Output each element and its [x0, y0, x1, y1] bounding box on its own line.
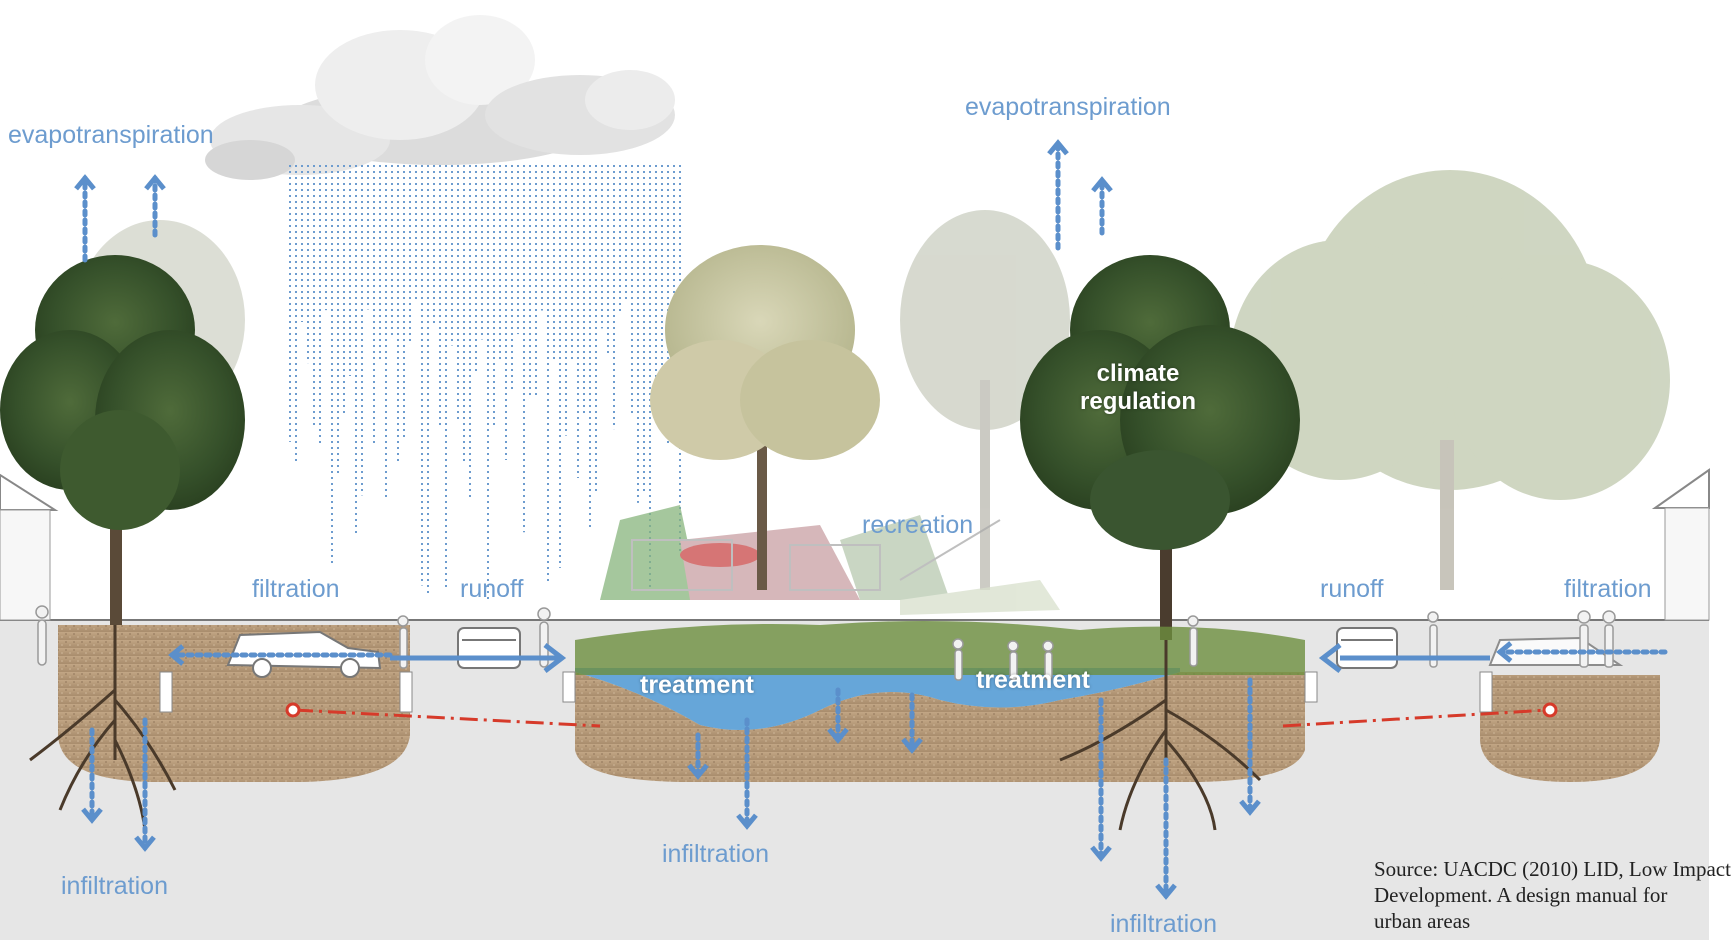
label-infiltration-left: infiltration — [61, 872, 168, 900]
filtration-arrow — [168, 644, 393, 666]
label-treatment-right: treatment — [976, 666, 1090, 694]
infiltration-arrow — [1239, 677, 1261, 816]
label-infiltration-right: infiltration — [1110, 910, 1217, 938]
background-tree-mid — [900, 210, 1070, 590]
rain-cloud — [205, 15, 675, 180]
roots-left — [29, 625, 177, 831]
underdrain-pipes — [294, 708, 1549, 728]
label-climate-line2: regulation — [1080, 388, 1197, 415]
runoff-arrows — [390, 643, 1490, 673]
filtration-arrow — [1496, 641, 1668, 663]
label-filtration-left: filtration — [252, 575, 340, 603]
car-left — [226, 630, 382, 678]
infiltration-arrow — [901, 692, 923, 754]
source-line-1: Source: UACDC (2010) LID, Low Impact — [1374, 857, 1731, 881]
infiltration-arrow — [1155, 757, 1177, 900]
car-center — [457, 627, 521, 669]
evapotranspiration-arrow — [1091, 176, 1113, 236]
house-right — [1651, 468, 1710, 621]
curbs — [159, 671, 1493, 713]
playground — [600, 505, 1060, 615]
label-climate-line1: climate — [1096, 360, 1180, 387]
label-climate-regulation: climate regulation — [1080, 360, 1196, 416]
pipe-outlet-right — [1542, 702, 1558, 718]
tree-center — [650, 245, 880, 590]
evapotranspiration-arrow — [144, 174, 166, 238]
pipe-outlet-left — [285, 702, 301, 718]
label-runoff-left: runoff — [460, 575, 524, 603]
tree-climate — [1020, 255, 1300, 640]
infiltration-arrow — [1090, 697, 1112, 862]
house-left — [0, 473, 59, 621]
label-recreation: recreation — [862, 511, 974, 539]
label-evapotranspiration-left: evapotranspiration — [8, 121, 214, 149]
flow-arrows — [74, 139, 1668, 900]
rain — [289, 165, 681, 601]
evapotranspiration-arrow — [74, 174, 96, 263]
soil-basin-right — [1480, 675, 1660, 782]
source-line-3: urban areas — [1374, 909, 1471, 933]
source-citation: Source: UACDC (2010) LID, Low Impact Dev… — [1374, 856, 1731, 934]
label-treatment-left: treatment — [640, 671, 754, 699]
water-pool — [575, 668, 1180, 730]
tree-left — [0, 255, 245, 630]
infiltration-arrow — [81, 727, 103, 824]
source-line-2: Development. A design manual for — [1374, 883, 1668, 907]
soil-basin-center — [575, 672, 1305, 782]
label-filtration-right: filtration — [1564, 575, 1652, 603]
label-evapotranspiration-right: evapotranspiration — [965, 93, 1171, 121]
evapotranspiration-arrow — [1047, 139, 1069, 251]
car-right — [1336, 627, 1398, 669]
infiltration-arrow — [827, 687, 849, 744]
infiltration-arrow — [687, 732, 709, 780]
vegetation-strip — [575, 621, 1305, 675]
background-tree-right — [1230, 170, 1670, 590]
label-runoff-right: runoff — [1320, 575, 1384, 603]
infiltration-arrow — [134, 717, 156, 852]
infiltration-arrow — [736, 717, 758, 830]
label-infiltration-center: infiltration — [662, 840, 769, 868]
